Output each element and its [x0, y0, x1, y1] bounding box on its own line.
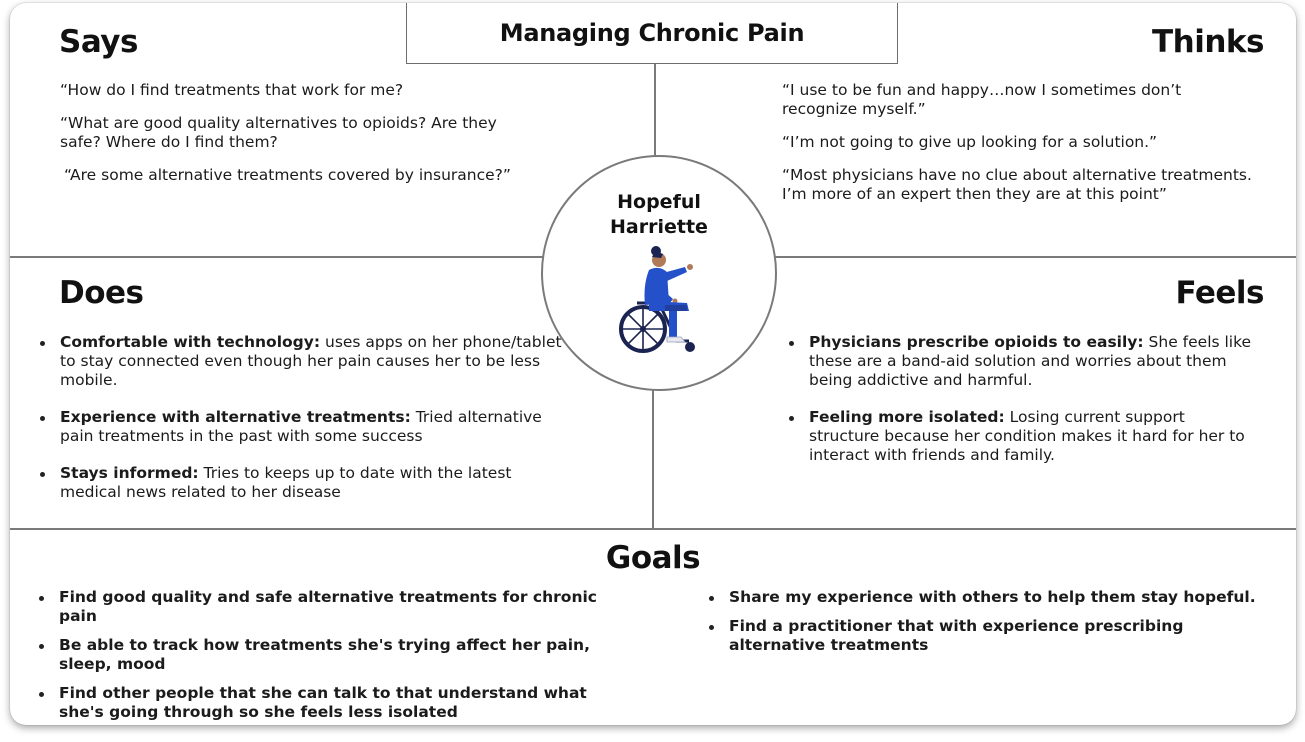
says-quotes: “How do I find treatments that work for …: [60, 81, 540, 199]
goal-item: Find good quality and safe alternative t…: [32, 588, 612, 626]
divider-goals: [10, 528, 1296, 530]
goal-item: Share my experience with others to help …: [702, 588, 1262, 607]
feels-heading: Feels: [1175, 275, 1264, 311]
persona-name: Hopeful Harriette: [543, 190, 775, 240]
does-list: Comfortable with technology: uses apps o…: [33, 333, 563, 520]
feels-item: Feeling more isolated: Losing current su…: [782, 408, 1252, 465]
says-quote: “Are some alternative treatments covered…: [64, 166, 511, 184]
does-item: Stays informed: Tries to keeps up to dat…: [33, 464, 563, 502]
thinks-heading: Thinks: [1152, 24, 1264, 60]
says-heading: Says: [59, 24, 138, 60]
does-item-text: Tries to keeps up to date with the lates…: [60, 464, 512, 501]
does-item-label: Stays informed:: [60, 464, 199, 482]
goals-list-left: Find good quality and safe alternative t…: [32, 588, 612, 725]
persona-name-line1: Hopeful: [617, 191, 701, 213]
thinks-quote: “I’m not going to give up looking for a …: [782, 133, 1158, 151]
persona-circle: Hopeful Harriette: [541, 155, 777, 391]
does-item-label: Comfortable with technology:: [60, 333, 321, 351]
says-quote: “What are good quality alternatives to o…: [60, 114, 497, 151]
goal-item: Find other people that she can talk to t…: [32, 684, 612, 722]
persona-name-line2: Harriette: [610, 216, 708, 238]
feels-item: Physicians prescribe opioids to easily: …: [782, 333, 1252, 390]
thinks-quote: “Most physicians have no clue about alte…: [782, 166, 1252, 203]
wheelchair-user-icon: [619, 246, 695, 353]
feels-list: Physicians prescribe opioids to easily: …: [782, 333, 1252, 483]
thinks-quotes: “I use to be fun and happy…now I sometim…: [782, 81, 1252, 218]
says-quote: “How do I find treatments that work for …: [60, 81, 404, 99]
does-heading: Does: [59, 275, 144, 311]
does-item-text: Tried alternative pain treatments in the…: [60, 408, 542, 445]
feels-item-label: Physicians prescribe opioids to easily:: [809, 333, 1144, 351]
page-title: Managing Chronic Pain: [499, 19, 805, 47]
thinks-quote: “I use to be fun and happy…now I sometim…: [782, 81, 1182, 118]
empathy-map-card: Managing Chronic Pain Says “How do I fin…: [10, 3, 1296, 725]
goals-heading: Goals: [605, 540, 701, 576]
does-item: Comfortable with technology: uses apps o…: [33, 333, 563, 390]
divider-vertical-bottom: [652, 388, 654, 529]
does-item-text: uses apps on her phone/tablet to stay co…: [60, 333, 562, 389]
feels-item-text: She feels like these are a band-aid solu…: [809, 333, 1252, 389]
goals-list-right: Share my experience with others to help …: [702, 588, 1262, 665]
title-box: Managing Chronic Pain: [406, 3, 898, 64]
divider-vertical-top: [654, 64, 656, 159]
does-item-label: Experience with alternative treatments:: [60, 408, 411, 426]
goal-item: Be able to track how treatments she's tr…: [32, 636, 612, 674]
does-item: Experience with alternative treatments: …: [33, 408, 563, 446]
feels-item-label: Feeling more isolated:: [809, 408, 1005, 426]
goal-item: Find a practitioner that with experience…: [702, 617, 1262, 655]
feels-item-text: Losing current support structure because…: [809, 408, 1245, 464]
